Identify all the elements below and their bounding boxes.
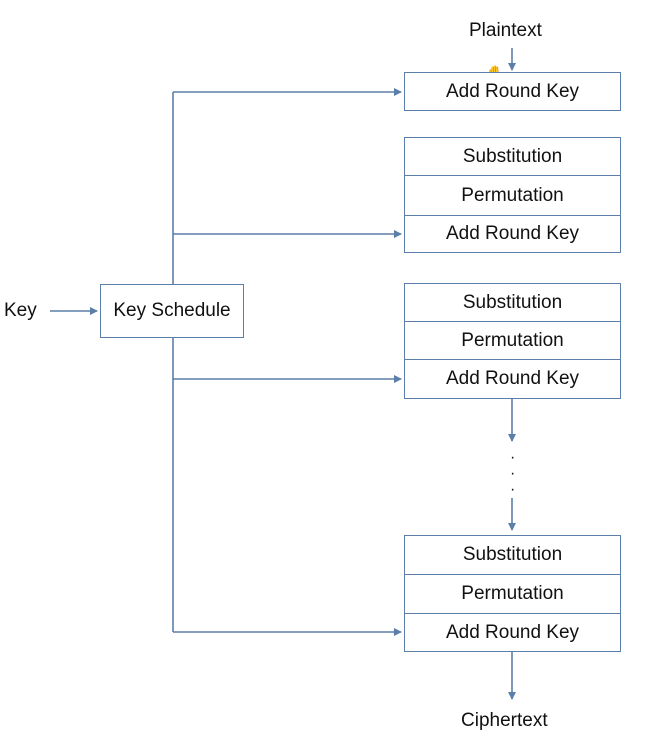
add-round-key-box-1: Add Round Key — [404, 215, 621, 253]
permutation-box-final: Permutation — [404, 574, 621, 614]
substitution-box-2: Substitution — [404, 283, 621, 322]
ellipsis-dot: · — [510, 481, 516, 498]
permutation-box-1: Permutation — [404, 175, 621, 216]
add-round-key-box-2: Add Round Key — [404, 359, 621, 399]
ellipsis-dot: · — [510, 449, 516, 466]
key-label: Key — [4, 300, 37, 321]
permutation-box-2: Permutation — [404, 321, 621, 360]
substitution-box-final: Substitution — [404, 535, 621, 575]
substitution-box-1: Substitution — [404, 137, 621, 176]
add-round-key-box-final: Add Round Key — [404, 613, 621, 652]
key-schedule-box: Key Schedule — [100, 284, 244, 338]
ellipsis-dot: · — [510, 465, 516, 482]
add-round-key-box-0: Add Round Key — [404, 72, 621, 111]
plaintext-label: Plaintext — [469, 20, 542, 41]
ciphertext-label: Ciphertext — [461, 710, 548, 731]
